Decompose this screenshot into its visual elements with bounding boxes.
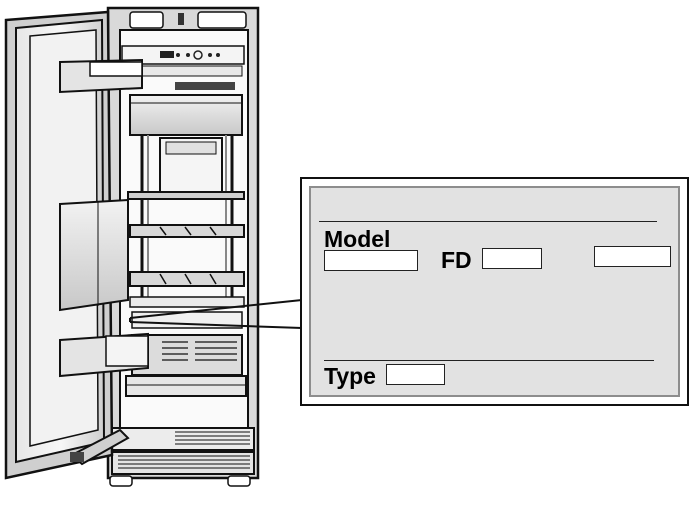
fd-label: FD xyxy=(441,247,472,273)
callout-leader xyxy=(129,299,303,329)
open-door xyxy=(4,10,149,480)
type-label: Type xyxy=(324,363,376,389)
lower-drawers xyxy=(125,311,247,397)
extra-value-box xyxy=(594,246,671,267)
control-panel xyxy=(121,45,245,77)
rating-plate-bottom-rule xyxy=(324,360,654,361)
rating-plate: Model FD Type xyxy=(300,177,689,406)
model-label: Model xyxy=(324,226,391,252)
shelves xyxy=(127,191,245,308)
fd-value-box xyxy=(482,248,542,269)
rating-plate-top-rule xyxy=(319,221,657,222)
model-value-box xyxy=(324,250,418,271)
rating-plate-face: Model FD Type xyxy=(309,186,680,397)
base-grille xyxy=(109,427,255,487)
type-value-box xyxy=(386,364,445,385)
